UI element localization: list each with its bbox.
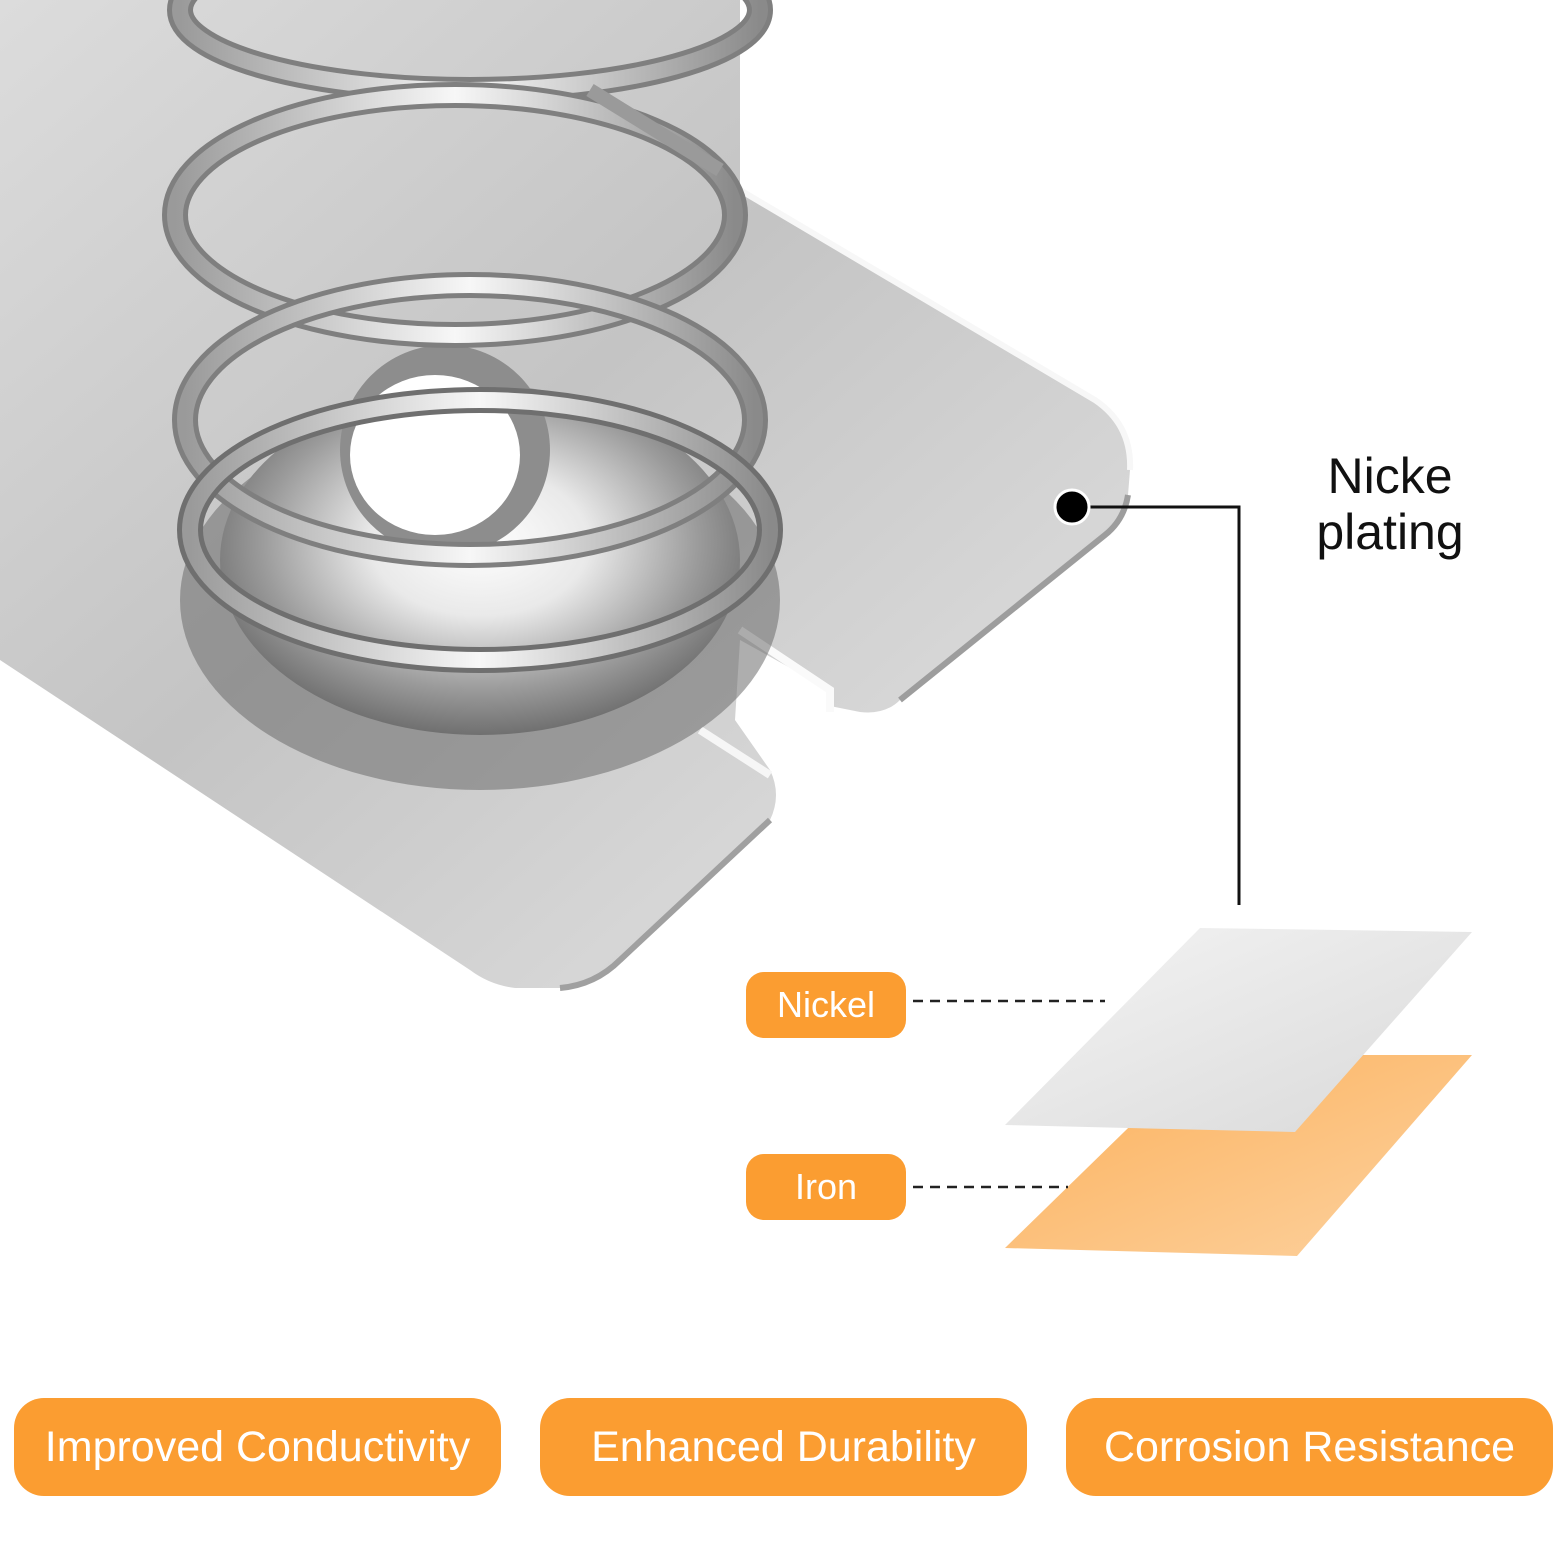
spring-coil [162,0,783,673]
nickel-layer-label: Nickel [746,972,906,1038]
nickel-layer [1005,928,1472,1132]
callout-connector [1053,488,1241,905]
feature-badge-conductivity: Improved Conductivity [14,1398,501,1496]
iron-layer-label: Iron [746,1154,906,1220]
callout-line-1: Nicke [1327,448,1453,504]
feature-badge-durability: Enhanced Durability [540,1398,1027,1496]
iron-layer [1005,1055,1472,1256]
callout-title: Nicke plating [1270,448,1510,560]
callout-line-2: plating [1316,504,1464,560]
feature-badge-corrosion: Corrosion Resistance [1066,1398,1553,1496]
